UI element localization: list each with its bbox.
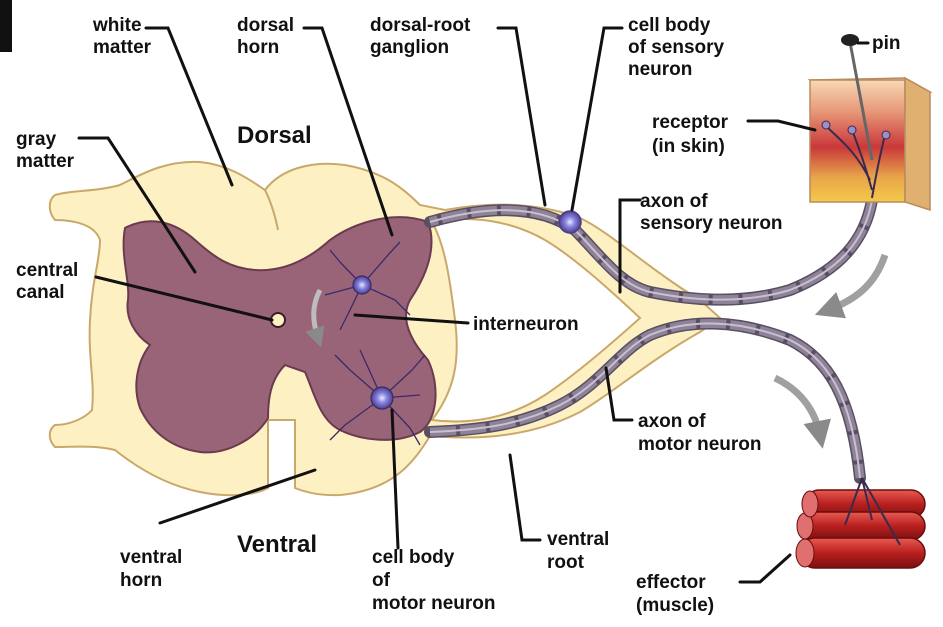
label-dorsal-root-ganglion: dorsal-root ganglion	[370, 15, 471, 58]
svg-text:(muscle): (muscle)	[636, 595, 714, 616]
region-ventral: Ventral	[237, 531, 317, 558]
label-cell-body-sensory: cell body of sensory neuron	[628, 15, 725, 80]
corner-block	[0, 0, 12, 52]
label-white-matter: white matter	[92, 15, 152, 58]
label-axon-motor: axon of motor neuron	[638, 411, 762, 455]
svg-text:axon of: axon of	[640, 191, 708, 212]
svg-text:root: root	[547, 552, 585, 573]
svg-text:matter: matter	[93, 37, 152, 58]
svg-text:axon of: axon of	[638, 411, 706, 432]
label-dorsal-horn: dorsal horn	[237, 15, 294, 58]
label-interneuron: interneuron	[473, 314, 579, 335]
svg-text:gray: gray	[16, 129, 57, 150]
svg-text:receptor: receptor	[652, 112, 729, 133]
muscle-effector	[796, 478, 925, 568]
svg-text:horn: horn	[120, 570, 162, 591]
label-pin: pin	[872, 33, 901, 54]
svg-text:matter: matter	[16, 151, 75, 172]
interneuron-cell-body	[353, 276, 371, 294]
label-gray-matter: gray matter	[16, 129, 75, 172]
svg-text:ventral: ventral	[120, 547, 182, 568]
svg-text:dorsal-root: dorsal-root	[370, 15, 471, 36]
svg-text:motor neuron: motor neuron	[638, 434, 762, 455]
svg-text:dorsal: dorsal	[237, 15, 294, 36]
svg-text:(in skin): (in skin)	[652, 136, 725, 157]
svg-text:central: central	[16, 260, 78, 281]
svg-text:cell body: cell body	[628, 15, 711, 36]
svg-text:ganglion: ganglion	[370, 37, 449, 58]
label-effector: effector (muscle)	[636, 572, 714, 616]
label-axon-sensory: axon of sensory neuron	[640, 191, 783, 234]
motor-neuron-cell-body	[371, 387, 393, 409]
svg-text:sensory neuron: sensory neuron	[640, 213, 783, 234]
svg-text:motor neuron: motor neuron	[372, 593, 496, 614]
svg-text:canal: canal	[16, 282, 65, 303]
label-ventral-root: ventral root	[547, 529, 609, 573]
svg-text:white: white	[92, 15, 142, 36]
svg-text:of: of	[372, 570, 391, 591]
svg-text:neuron: neuron	[628, 59, 692, 80]
motor-direction-arrow	[775, 378, 820, 435]
label-receptor: receptor (in skin)	[652, 112, 729, 157]
label-cell-body-motor: cell body of motor neuron	[372, 547, 496, 614]
label-central-canal: central canal	[16, 260, 78, 303]
label-ventral-horn: ventral horn	[120, 547, 182, 591]
svg-text:cell body: cell body	[372, 547, 455, 568]
sensory-cell-body	[559, 211, 581, 233]
svg-text:interneuron: interneuron	[473, 314, 579, 335]
svg-text:of sensory: of sensory	[628, 37, 725, 58]
svg-text:effector: effector	[636, 572, 706, 593]
svg-text:horn: horn	[237, 37, 279, 58]
svg-text:ventral: ventral	[547, 529, 609, 550]
region-dorsal: Dorsal	[237, 122, 312, 149]
svg-text:pin: pin	[872, 33, 901, 54]
